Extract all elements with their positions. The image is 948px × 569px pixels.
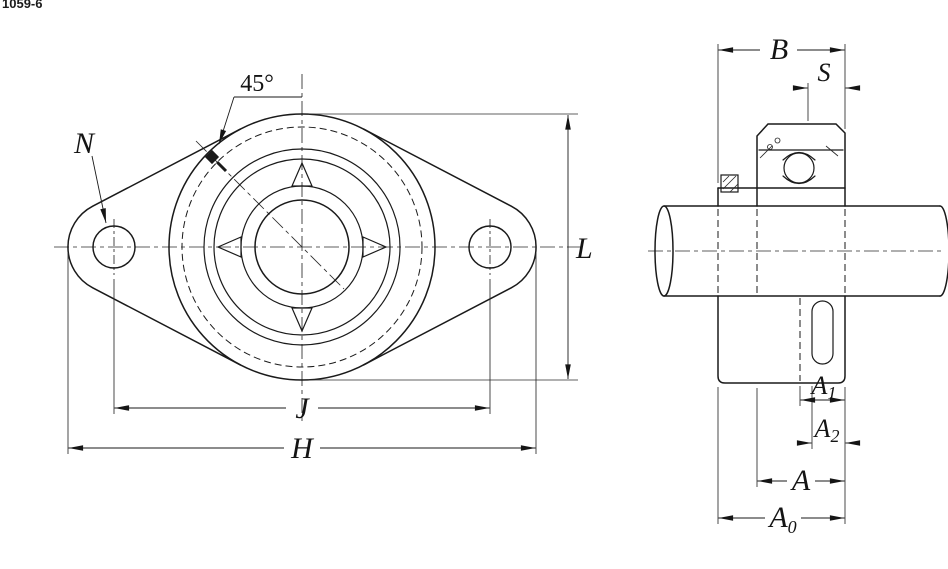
front-centerlines	[54, 74, 585, 424]
bearing-seat-circle	[203, 148, 401, 346]
corner-label: 1059-6	[2, 0, 43, 11]
dim-label-h: H	[290, 432, 315, 465]
shaft-end-left	[654, 205, 674, 297]
housing-circles	[168, 113, 436, 381]
spigot-hidden-circle	[181, 126, 423, 368]
bolt-hole-right	[468, 225, 512, 269]
front-view: 45° N L J H	[54, 71, 593, 465]
dim-label-a0: A0	[767, 501, 796, 537]
shaft-end-right	[939, 205, 948, 297]
dim-label-b: B	[770, 33, 788, 66]
flange-ear-profile	[811, 300, 834, 365]
cast-arrow-marks	[216, 161, 388, 333]
dim-label-a: A	[790, 464, 811, 497]
side-dimension-lines	[717, 44, 861, 524]
flange-body-section	[717, 209, 846, 384]
dim-label-a1: A1	[810, 371, 837, 403]
housing-outer-circle	[168, 113, 436, 381]
bearing-section	[717, 123, 846, 207]
bore-circle	[254, 199, 350, 295]
dim-label-j: J	[295, 392, 310, 425]
outer-ring-circle	[213, 158, 391, 336]
side-dimension-labels: B S A1 A2 A A0	[767, 33, 839, 537]
dim-label-45deg: 45°	[240, 71, 274, 97]
dim-label-a2: A2	[813, 414, 840, 446]
dim-label-l: L	[575, 232, 593, 265]
bearing-ball	[783, 152, 815, 184]
shaft	[654, 205, 948, 297]
dim-label-n: N	[73, 127, 96, 160]
front-dimension-labels: 45° N L J H	[73, 71, 593, 465]
dim-label-s: S	[818, 58, 831, 87]
front-dimension-lines	[67, 96, 578, 454]
bolt-hole-left	[92, 225, 136, 269]
flange-outline	[67, 128, 537, 366]
side-view: B S A1 A2 A A0	[648, 33, 948, 537]
set-screw	[720, 174, 739, 193]
